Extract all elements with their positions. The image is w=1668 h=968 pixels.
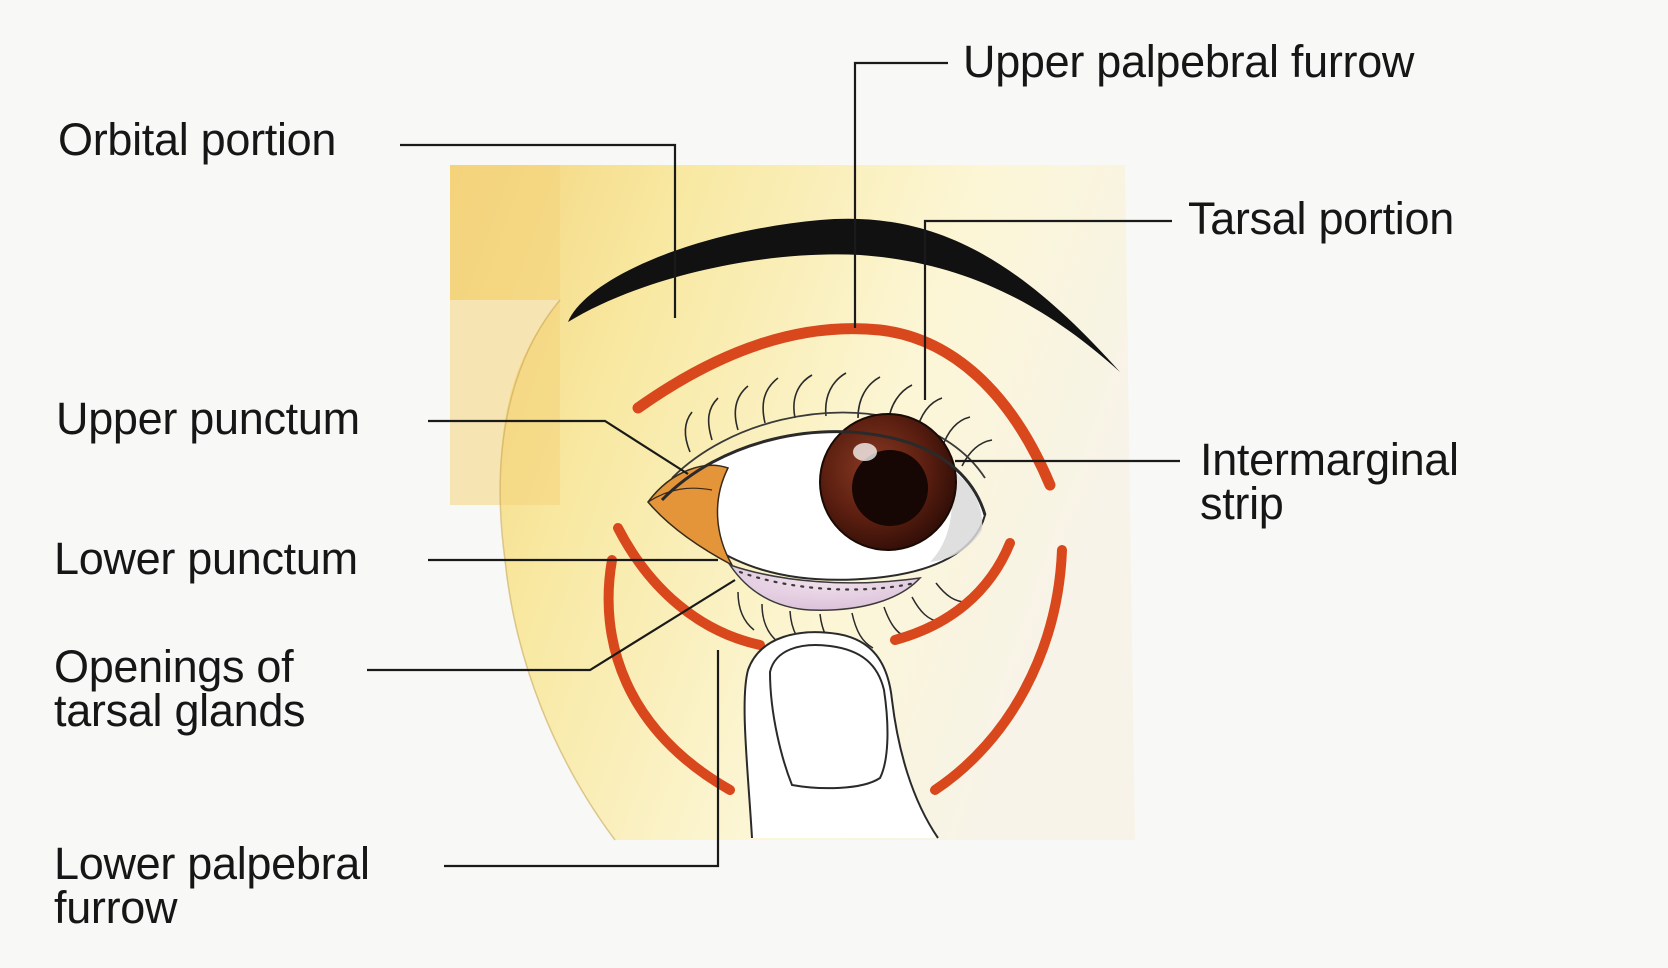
lower-palpebral-furrow-right	[890, 538, 1015, 645]
label-lower-palpebral-furrow-line1: Lower palpebral	[54, 838, 370, 889]
orbital-outer-arc-left	[603, 555, 735, 795]
gland-openings-dots	[738, 570, 917, 591]
iris-highlight	[853, 443, 877, 461]
leader-orbital-portion	[400, 143, 677, 318]
label-orbital-portion: Orbital portion	[58, 114, 337, 165]
upper-palpebral-furrow-line	[632, 323, 1056, 491]
label-upper-punctum: Upper punctum	[56, 393, 360, 444]
leader-upper-punctum	[428, 419, 689, 475]
label-openings-tarsal-glands: Openings of tarsal glands	[54, 641, 306, 736]
skin-left-strip	[450, 165, 560, 505]
leader-openings-tarsal-glands	[367, 579, 736, 672]
label-lower-palpebral-furrow-line2: furrow	[54, 882, 178, 933]
orbital-outer-arc-right	[930, 545, 1067, 795]
fingernail	[768, 644, 889, 790]
label-lower-punctum: Lower punctum	[54, 533, 358, 584]
pupil	[852, 450, 928, 526]
upper-lid-margin	[660, 430, 987, 516]
leader-lower-palpebral-furrow	[444, 650, 720, 868]
label-intermarginal-strip: Intermarginal strip	[1200, 434, 1459, 529]
leader-lines	[367, 61, 1180, 868]
label-tarsal-portion: Tarsal portion	[1188, 193, 1454, 244]
lower-conjunctiva	[728, 563, 922, 611]
label-intermarginal-strip-line1: Intermarginal	[1200, 434, 1459, 485]
medial-canthus	[647, 487, 713, 503]
leader-upper-palpebral-furrow	[853, 61, 948, 328]
lower-palpebral-furrow-inner	[613, 523, 765, 650]
eyebrow	[568, 218, 1120, 372]
sclera-shadow	[930, 465, 983, 562]
label-intermarginal-strip-line2: strip	[1200, 478, 1284, 529]
label-openings-tarsal-glands-line2: tarsal glands	[54, 685, 306, 736]
label-openings-tarsal-glands-line1: Openings of	[54, 641, 294, 692]
label-upper-palpebral-furrow: Upper palpebral furrow	[963, 36, 1415, 87]
leader-tarsal-portion	[923, 219, 1172, 400]
label-lower-palpebral-furrow: Lower palpebral furrow	[54, 838, 370, 933]
